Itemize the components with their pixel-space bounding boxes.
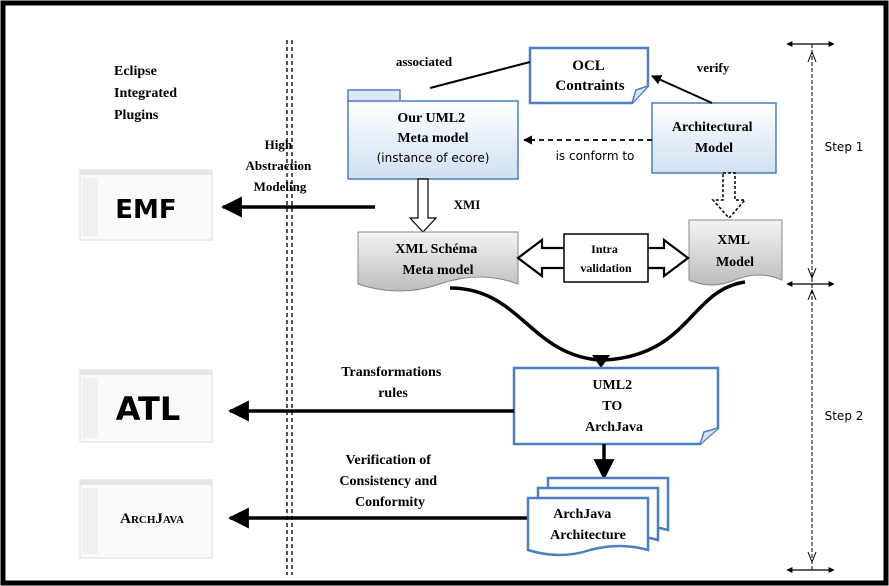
verification-label: Verification of Consistency and Conformi…	[339, 453, 440, 510]
merge-curve-left	[449, 286, 601, 362]
step1-label: Step 1	[825, 140, 864, 154]
svg-text:XML Model: XML Model	[716, 233, 754, 270]
transformations-label: Transformations rules	[341, 365, 445, 401]
merge-arrowhead	[592, 355, 610, 368]
step-ruler	[786, 41, 835, 573]
svg-text:Intra validation: Intra validation	[580, 242, 632, 275]
archjava-label: ArchJava	[120, 511, 184, 527]
plugins-separator	[286, 40, 293, 575]
architectural-to-xml-arrow	[711, 172, 747, 220]
verify-edge	[651, 75, 713, 104]
svg-text:ArchJava Architecture: ArchJava Architecture	[550, 507, 626, 543]
atl-label: ATL	[116, 390, 181, 428]
svg-text:Architectural Model: Architectural Model	[672, 120, 756, 156]
svg-text:(instance of ecore): (instance of ecore)	[377, 151, 490, 165]
step2-label: Step 2	[825, 409, 864, 423]
associated-edge	[429, 61, 531, 89]
xml-model-node: XML Model	[688, 219, 783, 286]
intra-validation-arrow: Intra validation	[516, 233, 690, 283]
emf-plugin-thumbnail: EMF	[79, 169, 213, 241]
xml-schema-meta-model-node: XML Schéma Meta model	[357, 231, 519, 292]
svg-text:Our UML2 Meta model: Our UML2 Meta model	[397, 111, 468, 146]
conform-label: is conform to	[556, 149, 635, 163]
xmi-arrow	[408, 178, 438, 233]
associated-label: associated	[396, 54, 453, 69]
emf-label: EMF	[115, 195, 176, 225]
ocl-contraints-node: OCL Contraints	[528, 46, 650, 105]
xmi-label: XMI	[454, 197, 481, 212]
architectural-model-node: Architectural Model	[651, 102, 777, 174]
svg-text:OCL Contraints: OCL Contraints	[555, 58, 624, 94]
svg-text:UML2 TO ArchJava: UML2 TO ArchJava	[585, 378, 643, 435]
high-abstraction-label: High Abstraction Modeling	[246, 137, 315, 194]
atl-plugin-thumbnail: ATL	[79, 369, 213, 443]
merge-curve-right	[604, 280, 746, 362]
verify-label: verify	[697, 60, 730, 75]
uml2-to-archjava-node: UML2 TO ArchJava	[512, 366, 720, 446]
plugins-heading: Eclipse Integrated Plugins	[114, 64, 181, 123]
archjava-plugin-thumbnail: ArchJava	[79, 479, 213, 559]
svg-text:XML Schéma Meta model: XML Schéma Meta model	[395, 242, 481, 278]
archjava-architecture-node: ArchJava Architecture	[526, 476, 670, 557]
uml2-meta-model-node: Our UML2 Meta model (instance of ecore)	[347, 89, 519, 180]
